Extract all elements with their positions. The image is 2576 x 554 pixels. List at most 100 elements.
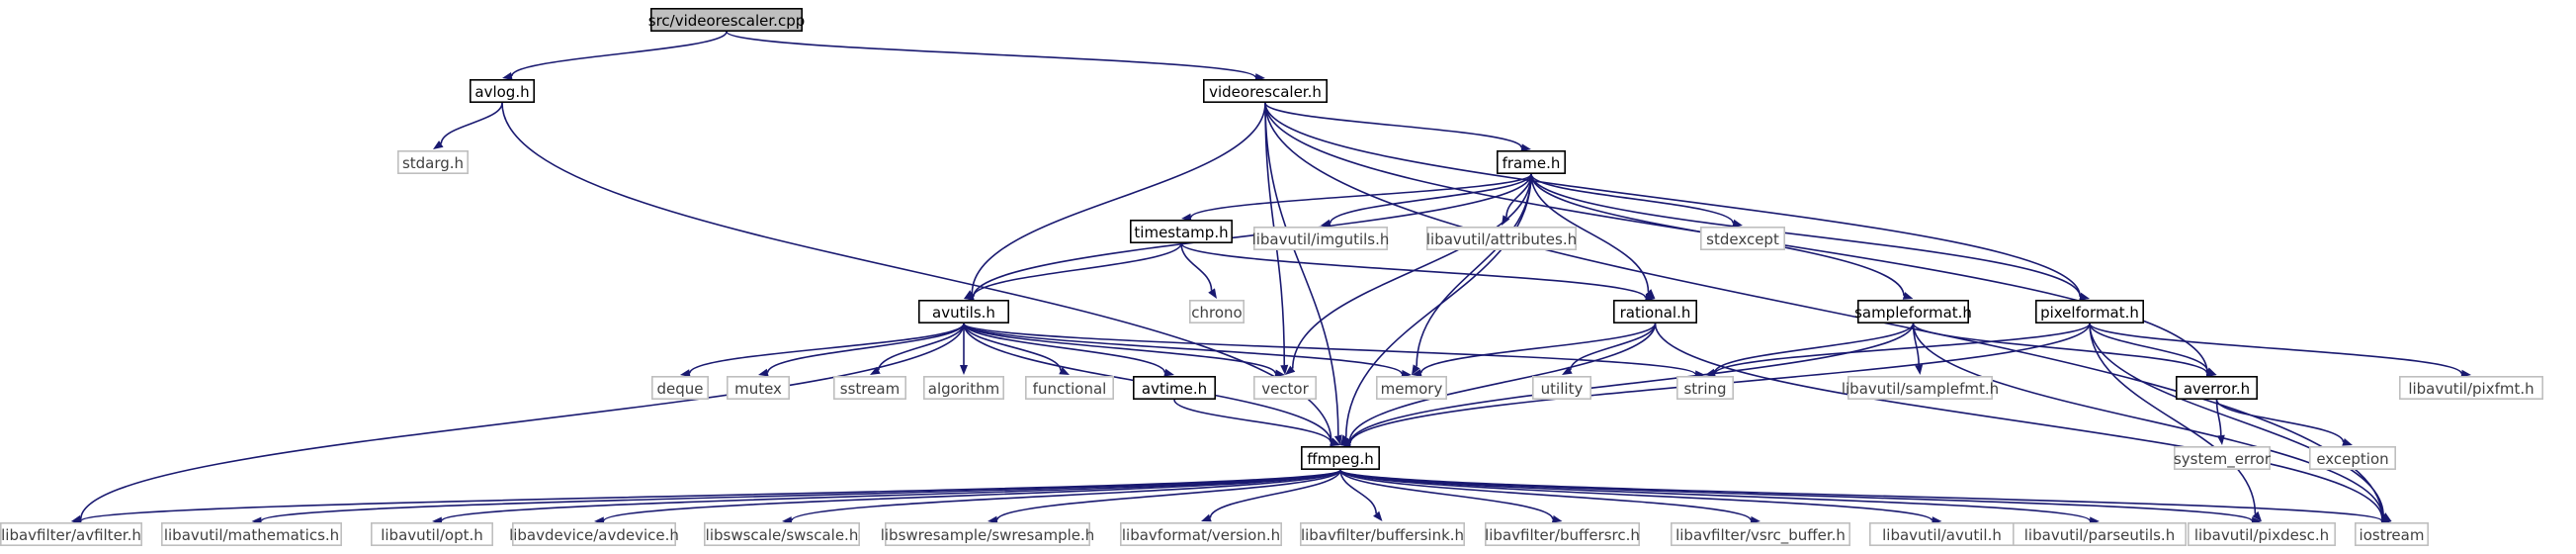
edge-line (1339, 469, 2253, 522)
node-box (1671, 521, 1851, 546)
node-box (511, 521, 676, 546)
node-label: libavutil/mathematics.h (164, 526, 339, 544)
edge-arrowhead (1645, 293, 1656, 302)
edge-line (1912, 323, 2384, 518)
edge-line (1339, 469, 2091, 522)
node-box (1130, 220, 1234, 244)
edge-line (1173, 399, 1332, 443)
edge-arrowhead (1181, 213, 1192, 222)
edge-ffmpeg-to-pixdesc (1339, 469, 2262, 525)
edge-line (877, 323, 965, 371)
node-videorescaler[interactable]: videorescaler.h (1203, 79, 1329, 104)
edge-arrowhead (1732, 219, 1743, 228)
node-label: exception (2316, 450, 2388, 468)
node-box (161, 521, 342, 546)
edge-line (963, 323, 1062, 371)
edge-line (510, 31, 728, 77)
node-box (1485, 521, 1641, 546)
node-box (2013, 521, 2188, 546)
edge-line (2089, 323, 2257, 514)
edge-arrowhead (1285, 365, 1296, 375)
node-box (1300, 521, 1466, 546)
edge-line (1530, 173, 2082, 297)
edge-line (963, 323, 1276, 374)
node-label: avutils.h (932, 304, 995, 322)
node-label: libswresample/swresample.h (881, 526, 1095, 544)
node-box (1847, 375, 1994, 400)
node-avtime[interactable]: avtime.h (1133, 375, 1217, 400)
node-label: libavfilter/avfilter.h (1, 526, 141, 544)
edge-arrowhead (964, 292, 975, 301)
edge-pixelformat-to-iostream (2089, 323, 2392, 521)
node-avlog[interactable]: avlog.h (469, 79, 535, 104)
edge-arrowhead (1551, 514, 1563, 523)
node-pixelformat[interactable]: pixelformat.h (2035, 299, 2145, 323)
edge-line (1339, 469, 1377, 514)
edge-line (996, 469, 1341, 521)
node-root[interactable]: src/videorescaler.cpp (648, 8, 806, 32)
node-stdexcept: stdexcept (1700, 227, 1786, 251)
node-label: libavfilter/buffersrc.h (1485, 526, 1640, 544)
node-box (1253, 375, 1318, 400)
node-label: libavutil/avutil.h (1882, 526, 2002, 544)
edge-arrowhead (2205, 367, 2217, 375)
node-avfversion: libavformat/version.h (1120, 521, 1283, 546)
node-box (726, 375, 790, 400)
edge-avutils-to-vector (963, 323, 1285, 378)
node-avutil: libavutil/avutil.h (1869, 521, 2016, 546)
node-system_error: system_error (2174, 445, 2272, 470)
node-box (0, 521, 142, 546)
edge-arrowhead (1412, 364, 1420, 375)
edge-ffmpeg-to-parseutils (1339, 469, 2100, 525)
node-sampleformat[interactable]: sampleformat.h (1854, 299, 1972, 323)
edge-line (1264, 102, 2383, 518)
node-avfilter: libavfilter/avfilter.h (0, 521, 142, 546)
node-attributes: libavutil/attributes.h (1426, 227, 1577, 251)
edge-line (260, 469, 1341, 522)
edge-line (1339, 469, 2383, 522)
node-rational[interactable]: rational.h (1613, 299, 1698, 323)
edge-line (1530, 173, 1735, 224)
edge-line (1180, 242, 1647, 299)
edge-line (1339, 469, 1752, 521)
node-box (1189, 299, 1245, 323)
edge-arrowhead (758, 368, 769, 377)
node-timestamp[interactable]: timestamp.h (1130, 220, 1234, 244)
node-ffmpeg[interactable]: ffmpeg.h (1301, 445, 1381, 470)
node-chrono: chrono (1189, 299, 1245, 323)
node-label: sampleformat.h (1854, 304, 1972, 322)
node-swresample: libswresample/swresample.h (881, 521, 1095, 546)
node-label: rational.h (1620, 304, 1691, 322)
edge-averror-to-system_error (2215, 399, 2225, 445)
edge-arrowhead (2079, 292, 2090, 301)
edge-line (1654, 323, 2383, 519)
node-avutils[interactable]: avutils.h (917, 299, 1009, 323)
edge-pixelformat-to-pixfmt (2089, 323, 2471, 378)
edge-root-to-videorescaler (726, 31, 1265, 82)
edge-line (1264, 102, 2082, 297)
node-vsrc_buffer: libavfilter/vsrc_buffer.h (1671, 521, 1851, 546)
node-label: libavutil/imgutils.h (1252, 231, 1390, 248)
node-label: libavfilter/buffersink.h (1301, 526, 1464, 544)
node-box (1120, 521, 1283, 546)
edge-arrowhead (1208, 288, 1217, 299)
edge-avtime-to-ffmpeg (1173, 399, 1340, 447)
edge-arrowhead (1705, 369, 1716, 378)
node-buffersrc: libavfilter/buffersrc.h (1485, 521, 1641, 546)
edge-avutils-to-avtime (963, 323, 1174, 377)
node-label: algorithm (928, 380, 999, 398)
edge-arrowhead (1201, 513, 1212, 522)
node-box (884, 521, 1090, 546)
node-box (2399, 375, 2544, 400)
edge-line (1912, 323, 2208, 374)
edge-line (1291, 173, 1532, 369)
edge-rational-to-memory (1412, 323, 1657, 377)
node-label: avlog.h (474, 83, 529, 101)
edge-frame-to-vector (1285, 173, 1532, 375)
node-pixfmt: libavutil/pixfmt.h (2399, 375, 2544, 400)
node-label: frame.h (1503, 154, 1561, 172)
edge-arrowhead (1562, 366, 1573, 375)
node-averror[interactable]: averror.h (2176, 375, 2259, 400)
node-frame[interactable]: frame.h (1497, 150, 1567, 175)
